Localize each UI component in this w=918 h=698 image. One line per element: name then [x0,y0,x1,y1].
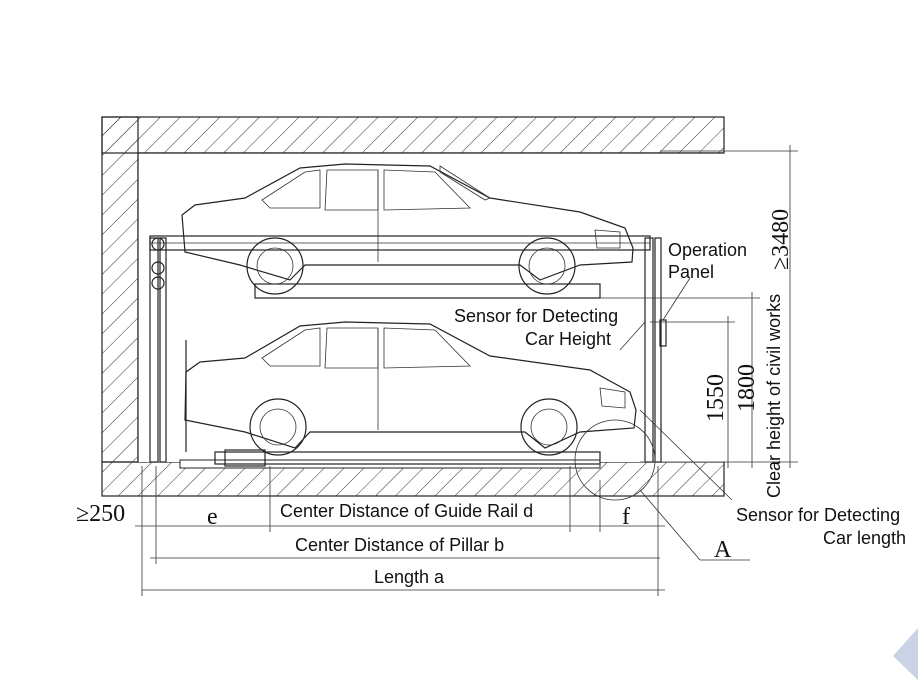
dimension-1800: 1800 [734,364,760,412]
horizontal-dimensions [135,466,665,596]
concrete-walls [101,116,725,497]
dimension-3480: ≥3480 [768,209,794,270]
guide-rail-label: Center Distance of Guide Rail d [280,501,533,521]
upper-car [181,163,634,295]
operation-panel [659,277,691,347]
upper-platform [149,235,651,299]
lower-platform [214,449,601,467]
corner-accent [893,628,918,680]
dimension-f: f [622,504,630,530]
sensor-height-label-1: Sensor for Detecting [454,306,618,326]
pillar-label: Center Distance of Pillar b [295,535,504,555]
lower-car [184,321,637,456]
sensor-height-label-2: Car Height [525,329,611,349]
detail-a-label: A [714,537,732,563]
dimension-250: ≥250 [76,501,125,527]
sensor-length-label-2: Car length [823,528,906,548]
operation-panel-label-2: Panel [668,262,714,282]
sensor-length-label-1: Sensor for Detecting [736,505,900,525]
detail-callout-a [574,419,750,561]
vertical-dimensions [600,145,798,468]
dimension-e: e [207,504,218,530]
operation-panel-label-1: Operation [668,240,747,260]
length-label: Length a [374,567,445,587]
clear-height-label: Clear height of civil works [764,294,784,498]
sensor-leaders [619,321,733,501]
dimension-1550: 1550 [703,374,729,422]
